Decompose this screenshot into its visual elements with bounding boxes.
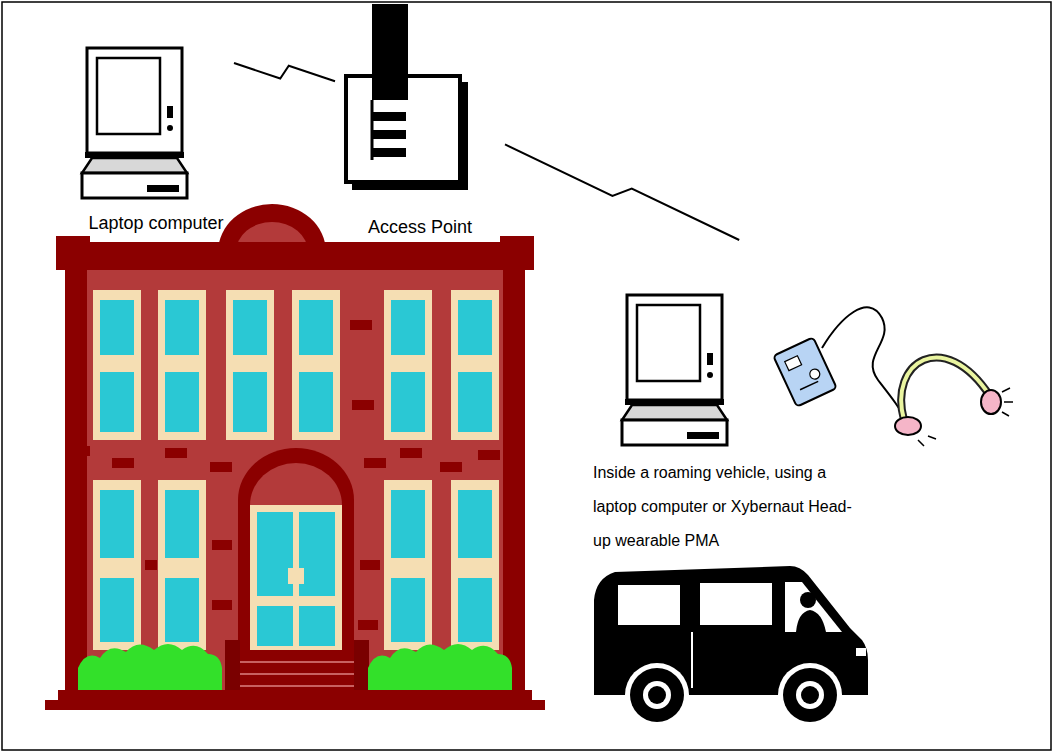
- device-node: Access Point: [335, 4, 505, 238]
- door-panes: [257, 512, 335, 646]
- step-edges: [240, 662, 354, 686]
- van-windows: [618, 583, 772, 625]
- sound-lines: [918, 388, 1013, 446]
- van-wheel: [783, 668, 837, 722]
- access-point-bars: [372, 112, 406, 157]
- van-headlight: [856, 648, 866, 656]
- wheel-rim: [796, 681, 824, 709]
- door-frame: [250, 505, 342, 650]
- ear-cup: [895, 417, 921, 435]
- driver-body: [796, 610, 826, 632]
- node-label: Inside a roaming vehicle, using a laptop…: [593, 456, 868, 558]
- wheel-rim: [643, 681, 671, 709]
- building-cornice-cap: [56, 236, 534, 244]
- door-arch: [238, 448, 354, 650]
- node-label: Access Point: [368, 216, 472, 238]
- door-handle: [288, 568, 304, 584]
- building-wall: [65, 262, 525, 697]
- building-cornice: [56, 242, 534, 270]
- player-screen: [785, 356, 802, 371]
- van-wheel: [630, 668, 684, 722]
- headband: [901, 357, 990, 420]
- wheel-hub: [648, 686, 666, 704]
- building-pilaster: [65, 270, 525, 695]
- player-button: [808, 367, 821, 380]
- player-body: [773, 337, 837, 406]
- wheel-well: [778, 663, 842, 727]
- headphone-cord: [822, 307, 904, 418]
- wireless-link: [234, 63, 335, 81]
- van-windshield: [785, 582, 842, 632]
- media-player: [773, 337, 837, 406]
- driver-head: [800, 592, 816, 608]
- laptop-icon: [622, 295, 727, 445]
- access-point-antenna: [372, 4, 408, 100]
- device-node: Inside a roaming vehicle, using a laptop…: [588, 240, 868, 570]
- node-label: Laptop computer: [88, 212, 223, 234]
- player-detail: [800, 381, 818, 389]
- wireless-link: [505, 144, 739, 240]
- headband-inner: [901, 357, 990, 420]
- device-node: Laptop computer: [78, 44, 234, 234]
- access-point-edge: [371, 100, 374, 160]
- ear-cup: [981, 390, 1001, 414]
- laptop-icon: [82, 48, 187, 198]
- building-base: [45, 690, 545, 710]
- window-frames: [93, 290, 499, 650]
- van-door-line: [691, 632, 693, 688]
- door-arch-inner: [250, 463, 342, 505]
- wheel-well: [625, 663, 689, 727]
- step-posts: [225, 640, 369, 698]
- wheel-hub: [801, 686, 819, 704]
